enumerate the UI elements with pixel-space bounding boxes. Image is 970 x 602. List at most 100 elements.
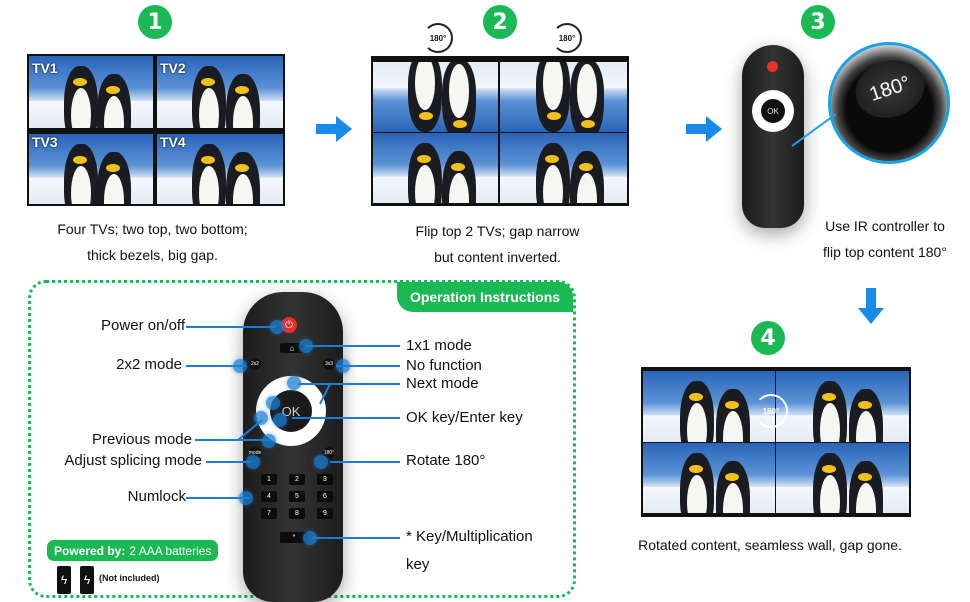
callout-dot [254,411,268,425]
caption-line: Four TVs; two top, two bottom; [57,221,248,237]
tv-2: TV2 [157,56,283,128]
caption-line: Flip top 2 TVs; gap narrow [415,223,580,239]
operation-instructions-title: Operation Instructions [397,282,573,312]
rotate-180-icon: 180° [552,23,582,53]
penguin-image [535,62,570,132]
tv-3: TV3 [29,134,153,204]
callout-dot [273,413,287,427]
label-2x2-mode: 2x2 mode [116,356,182,373]
num-key-6[interactable]: 6 [317,491,333,502]
callout-dot [233,359,247,373]
penguin-image [849,461,884,513]
step-3-caption: Use IR controller to flip top content 180… [800,213,970,265]
penguin-image [63,144,98,204]
battery-icon: ϟ [80,566,94,594]
power-key[interactable]: ⏻ [281,317,297,333]
arrow-down-icon [858,288,884,324]
tv-wall-seamless [641,367,911,517]
tv-3 [643,443,775,513]
dpad: OK [752,90,794,132]
callout-dot [287,376,301,390]
tv-wall-initial: TV1 TV2 TV3 TV4 [27,54,285,206]
step-1-caption: Four TVs; two top, two bottom; thick beze… [20,216,285,268]
rotate-180-key[interactable]: 180° [323,447,335,459]
step-2-caption: Flip top 2 TVs; gap narrow but content in… [370,218,625,270]
arrow-right-icon [686,116,722,142]
tv-1: TV1 [29,56,153,128]
rotate-180-icon: 180° [423,23,453,53]
tv-2 [776,371,909,442]
tv-label: TV1 [32,60,58,76]
tv-4 [500,133,627,203]
caption-line: but content inverted. [434,249,561,265]
callout-dot [299,339,313,353]
step-2-badge: 2 [483,5,517,39]
penguin-image [226,74,261,128]
tv-label: TV4 [160,134,186,150]
tv-label: TV2 [160,60,186,76]
not-included-note: (Not included) [99,573,160,583]
caption-line: Use IR controller to [825,218,945,234]
battery-icon: ϟ [57,566,71,594]
arrow-right-icon [316,116,352,142]
num-key-7[interactable]: 7 [261,508,277,519]
num-key-3[interactable]: 3 [317,474,333,485]
rotate-180-icon: 180° [754,394,788,428]
label-no-function: No function [406,357,482,374]
penguin-image [679,453,714,513]
tv-4 [776,443,909,513]
num-key-4[interactable]: 4 [261,491,277,502]
penguin-image [715,461,750,513]
callout-dot [303,531,317,545]
label-star-key: * Key/Multiplication [406,528,533,545]
num-key-8[interactable]: 8 [289,508,305,519]
label-previous-mode: Previous mode [91,431,192,448]
label-1x1-mode: 1x1 mode [406,337,472,354]
star-key[interactable]: * [280,532,308,543]
callout-dot [266,396,280,410]
step-1-badge: 1 [138,5,172,39]
tv-2-inverted [500,62,627,132]
key-3x3[interactable]: 3x3 [323,358,335,370]
num-key-1[interactable]: 1 [261,474,277,485]
step-4-badge: 4 [751,321,785,355]
callout-dot [270,320,284,334]
num-key-9[interactable]: 9 [317,508,333,519]
tv-3 [373,133,498,203]
num-key-2[interactable]: 2 [289,474,305,485]
penguin-image [441,151,476,203]
tv-1 [643,371,775,442]
penguin-image [441,62,476,132]
penguin-image [192,66,227,128]
label-rotate-180: Rotate 180° [406,452,486,469]
tv-wall-flipped [371,56,629,206]
callout-dot [239,491,253,505]
home-key-1x1[interactable]: ⌂ [280,343,304,353]
label-star-key-2: key [406,556,430,573]
num-key-5[interactable]: 5 [289,491,305,502]
penguin-image [63,66,98,128]
penguin-image [569,151,604,203]
penguin-image [408,143,442,203]
caption-line: flip top content 180° [823,244,947,260]
callout-dot [262,434,276,448]
caption-line: thick bezels, big gap. [87,247,218,263]
penguin-image [679,381,714,442]
power-icon [767,61,778,72]
penguin-image [813,381,848,442]
label-adjust-splicing: Adjust splicing mode [64,452,202,469]
key-2x2[interactable]: 2x2 [249,358,261,370]
penguin-image [715,389,750,442]
penguin-image [813,453,848,513]
step-3-badge: 3 [801,5,835,39]
penguin-image [97,74,132,128]
penguin-image [849,389,884,442]
tv-label: TV3 [32,134,58,150]
callout-dot [336,359,350,373]
powered-by-label: Powered by: [54,543,126,558]
ok-key: OK [761,99,785,123]
callout-line [791,113,837,147]
label-power: Power on/off [101,317,185,334]
powered-by-badge: Powered by: 2 AAA batteries [47,540,219,561]
